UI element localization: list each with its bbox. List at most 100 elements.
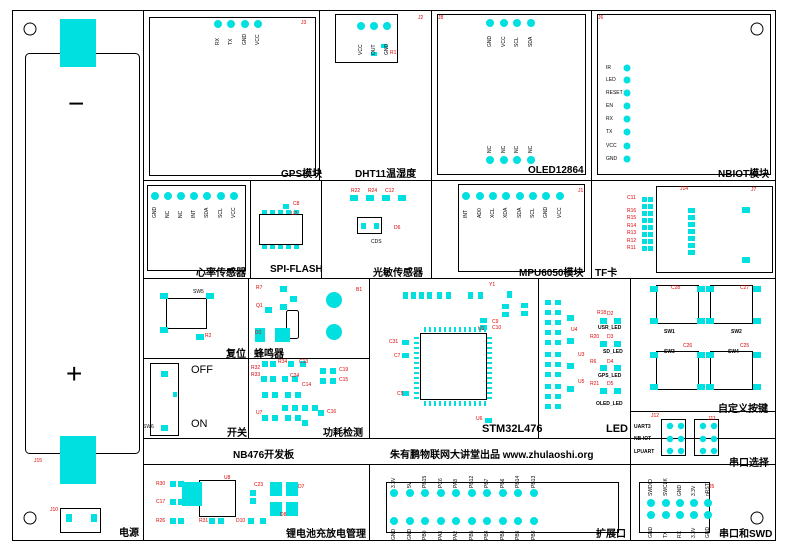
ext-top-pin-label: 3.3V — [391, 477, 397, 488]
gps-pin-label: GND — [242, 33, 248, 45]
smd-pad — [270, 376, 276, 382]
smd-pad — [278, 245, 283, 249]
ref-c24: C24 — [290, 373, 300, 379]
smd-pad — [545, 394, 551, 399]
smd-pad — [282, 376, 288, 382]
smd-pad — [555, 394, 561, 399]
pin-pad — [421, 489, 429, 497]
smd-pad — [650, 286, 658, 292]
smd-pad — [555, 384, 561, 389]
smd-pad — [414, 392, 419, 394]
gps-pin-label: VCC — [255, 34, 261, 45]
switch-off-label: OFF — [191, 364, 213, 376]
label-buzzer: 蜂鸣器 — [254, 349, 284, 360]
ref-d1: D1 — [255, 330, 262, 336]
ext-bottom-pin-label: PB9 — [515, 530, 521, 540]
smd-pad — [320, 368, 326, 374]
swd-bottom-pin-label: GND — [705, 526, 711, 538]
smd-pad — [706, 384, 714, 390]
smd-pad — [290, 296, 297, 302]
smd-pad — [283, 204, 289, 209]
smd-pad — [292, 405, 298, 411]
smd-pad — [545, 300, 551, 305]
label-mpu6050: MPU6050模块 — [519, 268, 584, 279]
heart-pin-label: VCC — [231, 207, 237, 218]
nbiot-pin-label: RX — [606, 116, 613, 122]
smd-pad — [555, 372, 561, 377]
ref-j6: J6 — [598, 15, 604, 21]
ref-r21: R21 — [590, 381, 600, 387]
smd-pad — [414, 387, 419, 389]
pin-pad — [516, 192, 524, 200]
ext-bottom-pin-label: PA2 — [453, 530, 459, 540]
ref-c17: C17 — [156, 499, 166, 505]
ref-c7: C7 — [394, 353, 401, 359]
smd-pad — [272, 392, 278, 398]
smd-pad — [600, 341, 607, 347]
ref-d3: D3 — [607, 334, 614, 340]
battery-minus-symbol: − — [68, 88, 85, 119]
label-dht11: DHT11温湿度 — [355, 169, 417, 180]
smd-pad — [648, 211, 653, 216]
smd-pad — [742, 257, 750, 263]
mpu-pin-label: SDA — [517, 207, 523, 218]
smd-pad — [474, 327, 476, 332]
smd-pad — [642, 218, 647, 223]
ref-r32: R32 — [251, 365, 261, 371]
ref-r1: R1 — [390, 50, 397, 56]
smd-pad — [555, 320, 561, 325]
pin-pad — [514, 517, 522, 525]
oled-top-pin-label: GND — [487, 35, 493, 47]
smd-pad — [614, 318, 621, 324]
smd-pad — [292, 376, 298, 382]
pin-pad — [151, 192, 159, 200]
ref-cds: CDS — [371, 239, 382, 245]
uart-select-nbiot: NB-IOT — [634, 436, 652, 442]
pin-pad — [421, 517, 429, 525]
mpu-pin-label: SCL — [530, 208, 536, 218]
ref-c31: C31 — [389, 339, 399, 345]
label-heart-rate: 心率传感器 — [196, 268, 246, 279]
smd-pad — [434, 327, 436, 332]
mpu-pin-label: XCL — [490, 208, 496, 218]
smd-pad — [161, 371, 168, 377]
uart-select-lpuart: LPUART — [634, 449, 655, 455]
ext-top-pin-label: PB12 — [469, 475, 475, 488]
smd-pad — [414, 357, 419, 359]
smd-pad — [414, 337, 419, 339]
pin-pad — [690, 499, 698, 507]
ref-r14: R14 — [627, 223, 637, 229]
pin-pad — [390, 517, 398, 525]
ref-r7: R7 — [256, 285, 263, 291]
smd-pad — [688, 208, 695, 213]
smd-pad — [555, 352, 561, 357]
smd-pad — [262, 210, 267, 214]
ext-bottom-pin-label: PB5 — [469, 530, 475, 540]
pin-pad — [499, 489, 507, 497]
oled-bottom-pin-label: NC — [487, 145, 493, 153]
pin-pad — [383, 22, 391, 30]
smd-pad — [478, 292, 483, 299]
dht11-pin-label: OUT — [371, 44, 377, 55]
smd-pad — [374, 223, 379, 229]
swd-top-pin-label: GND — [677, 484, 683, 496]
ref-u8: U8 — [224, 475, 231, 481]
smd-pad — [454, 327, 456, 332]
smd-pad — [414, 397, 419, 399]
pin-pad — [527, 156, 535, 164]
smd-pad — [282, 405, 288, 411]
ref-sw6: SW6 — [143, 424, 154, 430]
ref-j5: J5 — [709, 484, 715, 490]
heart-pin-label: SDA — [204, 207, 210, 218]
smd-pad — [178, 481, 184, 487]
pin-pad — [514, 489, 522, 497]
ref-j12: J12 — [651, 413, 660, 419]
smd-pad — [262, 361, 268, 367]
ref-r18: R18 — [597, 310, 607, 316]
smd-pad — [545, 352, 551, 357]
led-label-oled: OLED_LED — [596, 401, 623, 407]
smd-pad — [487, 347, 492, 349]
smd-pad — [480, 325, 487, 330]
pin-pad — [647, 499, 655, 507]
smd-pad — [545, 404, 551, 409]
